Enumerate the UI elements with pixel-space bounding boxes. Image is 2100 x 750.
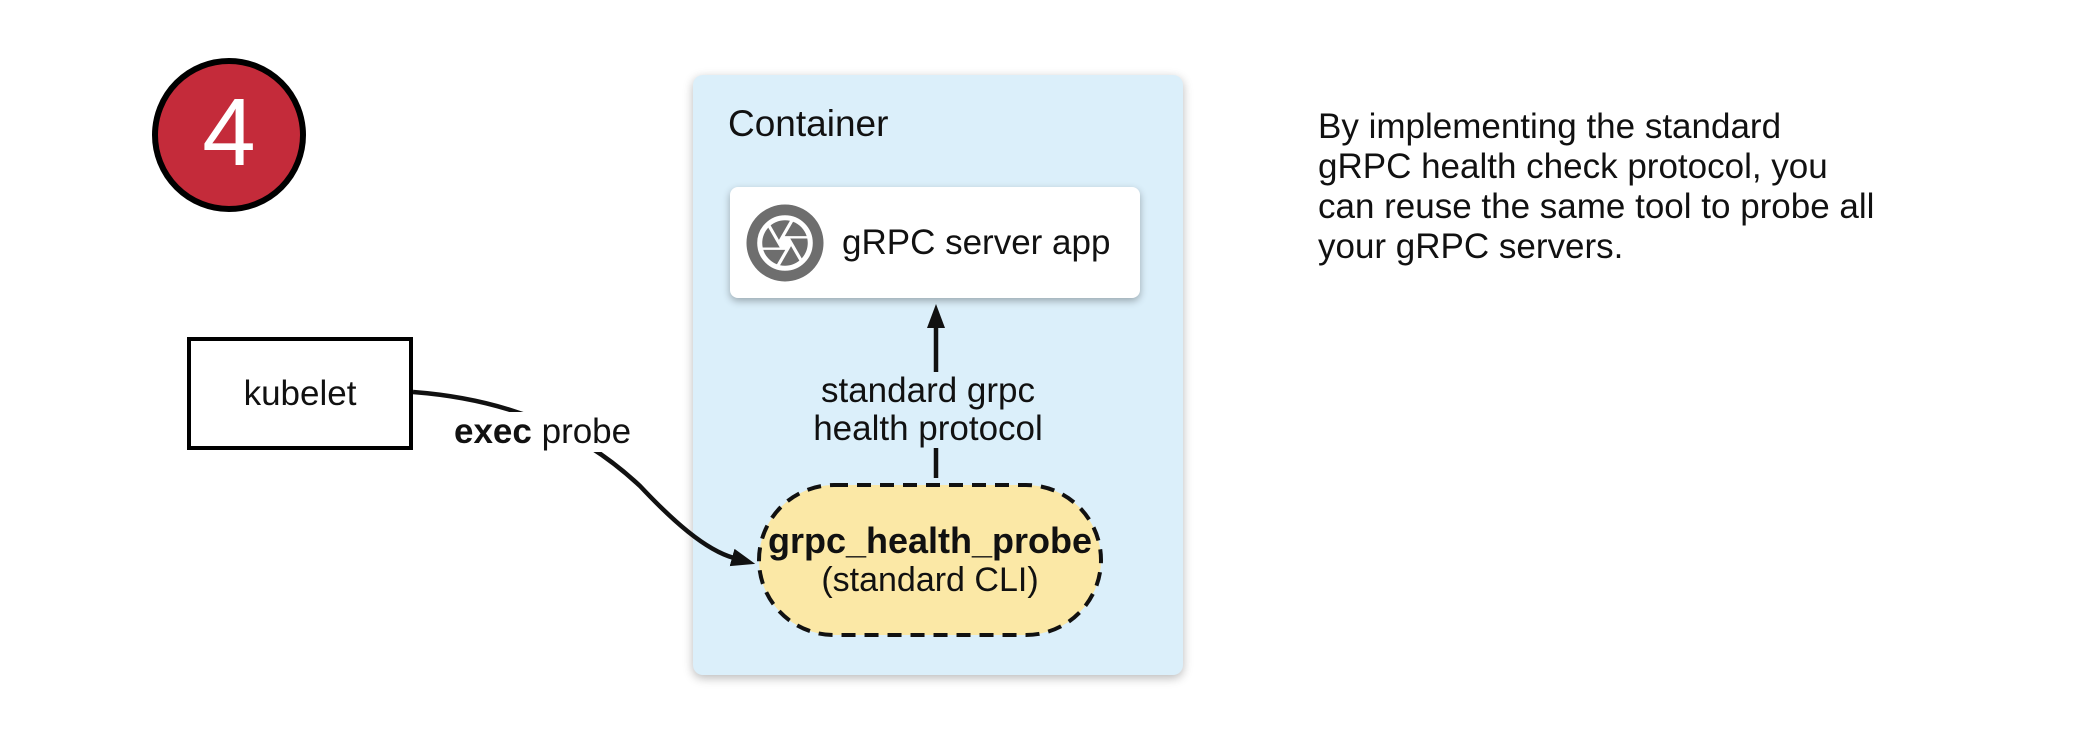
- probe-pill-subtitle: (standard CLI): [821, 561, 1039, 600]
- note-line: gRPC health check protocol, you: [1318, 147, 1828, 186]
- arrow-label-line2: health protocol: [813, 409, 1043, 448]
- grpc-server-app-box: gRPC server app: [730, 187, 1140, 298]
- note-line: can reuse the same tool to probe all: [1318, 187, 1875, 226]
- step-number: 4: [202, 79, 256, 186]
- grpc-health-probe-pill-text: grpc_health_probe (standard CLI): [759, 485, 1101, 635]
- note-line: By implementing the standard: [1318, 107, 1782, 146]
- aperture-icon: [746, 203, 824, 282]
- exec-probe-label: exec probe: [450, 412, 636, 452]
- note-paragraph: By implementing the standard gRPC health…: [1318, 107, 1874, 267]
- health-protocol-arrow-label: standard grpc health protocol: [768, 372, 1088, 448]
- grpc-server-app-label: gRPC server app: [842, 222, 1111, 262]
- note-line: your gRPC servers.: [1318, 227, 1624, 266]
- kubelet-label: kubelet: [243, 373, 357, 413]
- exec-probe-label-bold: exec: [454, 412, 532, 451]
- kubelet-box: kubelet: [187, 337, 413, 450]
- exec-probe-label-regular: probe: [531, 412, 632, 451]
- probe-pill-title: grpc_health_probe: [767, 519, 1093, 561]
- step-badge: 4: [152, 58, 306, 212]
- arrow-label-line1: standard grpc: [820, 371, 1036, 410]
- container-label: Container: [728, 103, 889, 144]
